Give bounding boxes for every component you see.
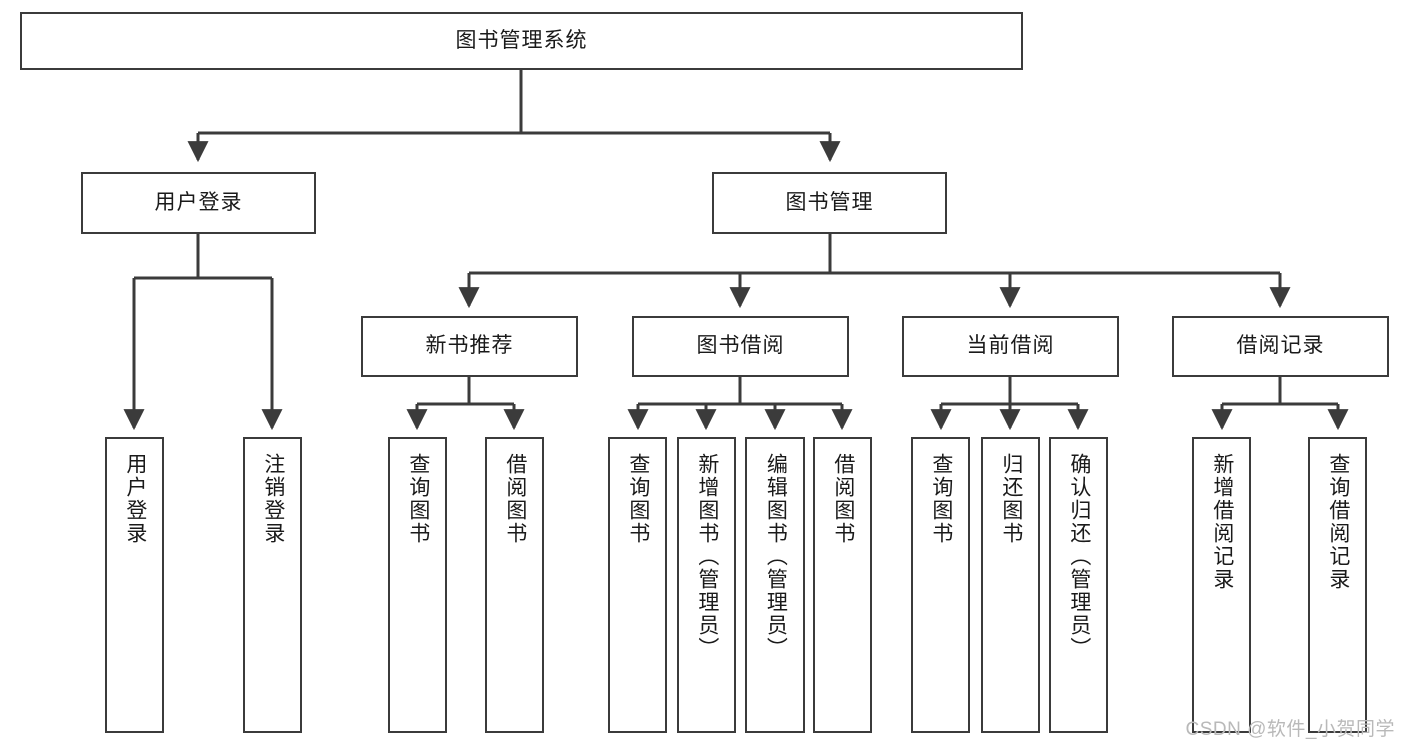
node-leaf-add-book-label: 新增图书（管理员）: [695, 453, 719, 660]
node-leaf-add-record-label: 新增借阅记录: [1210, 453, 1234, 591]
node-leaf-logout-login[interactable]: 注销登录: [243, 437, 302, 733]
node-leaf-query-record[interactable]: 查询借阅记录: [1308, 437, 1367, 733]
node-leaf-query-book-2[interactable]: 查询图书: [608, 437, 667, 733]
node-current-borrow-label: 当前借阅: [966, 334, 1055, 358]
node-root[interactable]: 图书管理系统: [20, 12, 1023, 70]
node-leaf-borrow-book-1[interactable]: 借阅图书: [485, 437, 544, 733]
node-borrow-record[interactable]: 借阅记录: [1172, 316, 1389, 377]
node-new-book-recommend[interactable]: 新书推荐: [361, 316, 578, 377]
node-leaf-add-record[interactable]: 新增借阅记录: [1192, 437, 1251, 733]
node-leaf-return-book[interactable]: 归还图书: [981, 437, 1040, 733]
node-leaf-confirm-return-label: 确认归还（管理员）: [1067, 453, 1091, 660]
node-leaf-logout-login-label: 注销登录: [261, 453, 285, 545]
node-leaf-borrow-book-2-label: 借阅图书: [831, 453, 855, 545]
node-leaf-query-book-3[interactable]: 查询图书: [911, 437, 970, 733]
node-leaf-query-book-2-label: 查询图书: [626, 453, 650, 545]
node-leaf-user-login-label: 用户登录: [123, 453, 147, 545]
node-leaf-query-book-3-label: 查询图书: [929, 453, 953, 545]
node-book-borrow[interactable]: 图书借阅: [632, 316, 849, 377]
node-user-login[interactable]: 用户登录: [81, 172, 316, 234]
node-book-management-label: 图书管理: [785, 190, 874, 214]
node-new-book-recommend-label: 新书推荐: [425, 334, 514, 358]
node-leaf-confirm-return[interactable]: 确认归还（管理员）: [1049, 437, 1108, 733]
node-leaf-edit-book-label: 编辑图书（管理员）: [764, 453, 788, 660]
node-leaf-query-record-label: 查询借阅记录: [1326, 453, 1350, 591]
node-borrow-record-label: 借阅记录: [1236, 334, 1325, 358]
node-leaf-borrow-book-2[interactable]: 借阅图书: [813, 437, 872, 733]
node-leaf-return-book-label: 归还图书: [999, 453, 1023, 545]
node-leaf-borrow-book-1-label: 借阅图书: [503, 453, 527, 545]
node-leaf-add-book[interactable]: 新增图书（管理员）: [677, 437, 736, 733]
watermark: CSDN @软件_小贺同学: [1185, 719, 1395, 740]
node-current-borrow[interactable]: 当前借阅: [902, 316, 1119, 377]
node-leaf-user-login[interactable]: 用户登录: [105, 437, 164, 733]
node-root-label: 图书管理系统: [455, 28, 588, 52]
node-book-borrow-label: 图书借阅: [696, 334, 785, 358]
node-leaf-query-book-1[interactable]: 查询图书: [388, 437, 447, 733]
node-leaf-query-book-1-label: 查询图书: [406, 453, 430, 545]
node-user-login-label: 用户登录: [154, 190, 243, 214]
node-book-management[interactable]: 图书管理: [712, 172, 947, 234]
node-leaf-edit-book[interactable]: 编辑图书（管理员）: [745, 437, 805, 733]
